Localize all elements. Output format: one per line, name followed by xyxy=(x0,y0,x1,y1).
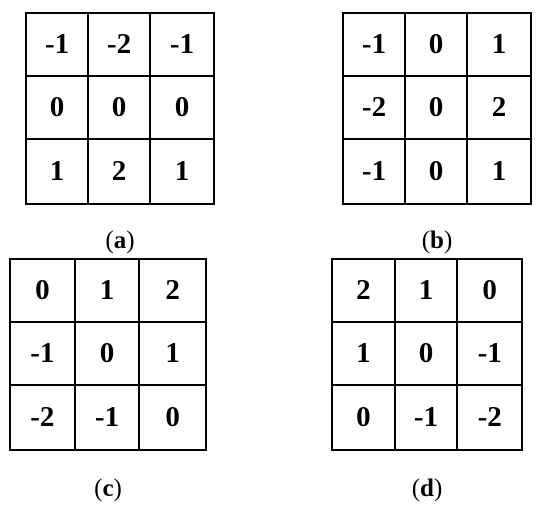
kernel-cell: 1 xyxy=(174,155,190,187)
kernel-cell: 1 xyxy=(395,260,459,323)
kernel-grid-d: 2 1 0 1 0 -1 0 -1 -2 xyxy=(331,258,523,451)
kernel-cell: 2 xyxy=(468,77,530,140)
caption-letter: d xyxy=(420,475,434,502)
kernel-cell: -2 xyxy=(11,386,76,449)
kernel-cell: -2 xyxy=(89,14,151,77)
kernel-cell: 2 xyxy=(333,260,396,323)
kernel-cell: 0 xyxy=(11,260,76,323)
caption-letter: a xyxy=(113,227,127,254)
kernel-cell: -1 xyxy=(76,386,141,449)
kernel-cell: 0 xyxy=(458,260,521,323)
panel-caption-a: (a) xyxy=(105,227,135,254)
panel-caption-d: (d) xyxy=(411,475,443,502)
kernel-cell: 0 xyxy=(75,323,141,386)
kernel-cell: 0 xyxy=(333,386,396,449)
kernel-cell: -1 xyxy=(344,14,406,77)
kernel-cell: -1 xyxy=(151,14,213,77)
kernel-cell: 0 xyxy=(27,77,89,140)
panel-caption-b: (b) xyxy=(421,227,453,254)
kernel-grid-b: -1 0 1 -2 0 2 -1 0 1 xyxy=(342,12,532,205)
kernel-cell: -1 xyxy=(27,14,89,77)
kernel-panel-a: -1 -2 -1 0 0 0 1 2 1 (a) xyxy=(25,12,215,257)
kernel-cell: -2 xyxy=(477,401,502,433)
kernel-cell: -1 xyxy=(11,323,76,386)
kernel-cell: 0 xyxy=(151,77,213,140)
kernel-cell: 0 xyxy=(406,14,468,77)
kernel-cell: 0 xyxy=(406,77,468,140)
kernel-cell: 0 xyxy=(165,401,180,433)
kernel-cell: 1 xyxy=(27,140,89,203)
panel-caption-c: (c) xyxy=(94,475,122,502)
kernel-grid-c: 0 1 2 -1 0 1 -2 -1 0 xyxy=(9,258,207,451)
kernel-cell: -2 xyxy=(344,77,406,140)
kernel-cell: -1 xyxy=(458,323,521,386)
kernel-cell: 1 xyxy=(333,323,396,386)
kernel-panel-d: 2 1 0 1 0 -1 0 -1 -2 (d) xyxy=(331,258,523,503)
kernel-cell: 1 xyxy=(75,260,141,323)
kernel-panel-b: -1 0 1 -2 0 2 -1 0 1 (b) xyxy=(342,12,532,257)
kernel-cell: -1 xyxy=(396,386,459,449)
kernel-cell: 0 xyxy=(395,323,459,386)
kernel-panel-c: 0 1 2 -1 0 1 -2 -1 0 (c) xyxy=(9,258,207,503)
kernel-cell: 1 xyxy=(491,155,507,187)
kernel-cell: 0 xyxy=(89,77,151,140)
kernel-cell: 2 xyxy=(89,140,151,203)
kernel-cell: 1 xyxy=(140,323,205,386)
caption-letter: c xyxy=(102,475,114,502)
kernel-cell: 2 xyxy=(140,260,205,323)
kernel-cell: 0 xyxy=(406,140,468,203)
caption-letter: b xyxy=(430,227,444,254)
kernel-grid-a: -1 -2 -1 0 0 0 1 2 1 xyxy=(25,12,215,205)
kernel-cell: 1 xyxy=(468,14,530,77)
kernel-cell: -1 xyxy=(344,140,406,203)
